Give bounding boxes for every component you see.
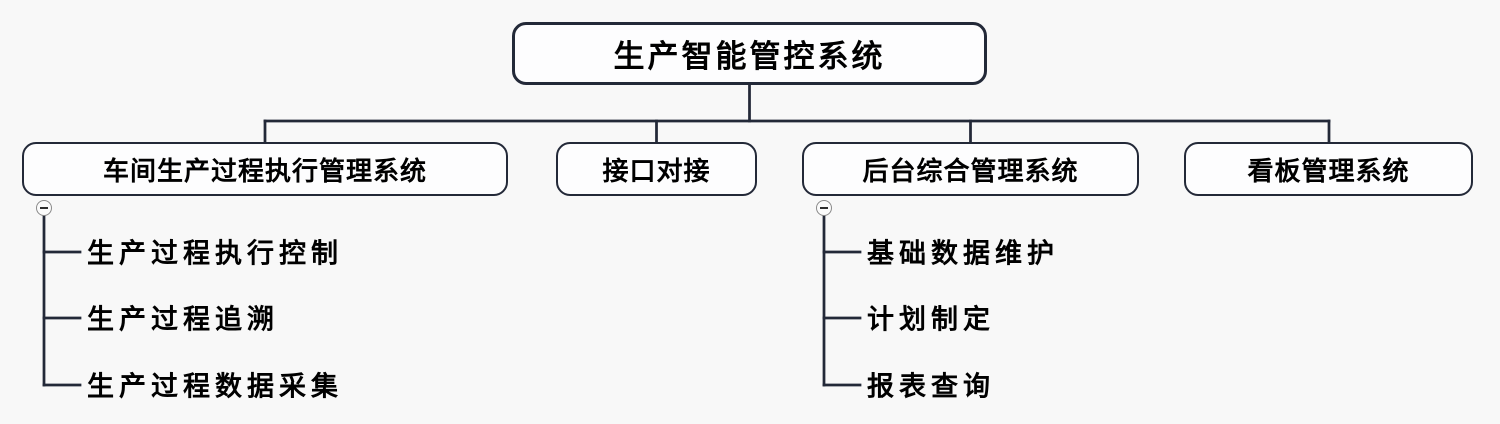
- node-kanban-management-label: 看板管理系统: [1247, 155, 1410, 186]
- node-interface-docking-label: 接口对接: [602, 155, 711, 186]
- leaf-process-tracing[interactable]: 生产过程追溯: [87, 304, 279, 335]
- node-kanban-management-system[interactable]: 看板管理系统: [1184, 142, 1473, 196]
- leaf-process-execution-control[interactable]: 生产过程执行控制: [87, 238, 343, 269]
- collapse-toggle-workshop[interactable]: [36, 200, 52, 216]
- minus-circle-icon: [820, 206, 828, 210]
- leaf-report-query[interactable]: 报表查询: [867, 371, 995, 402]
- collapse-toggle-backend[interactable]: [816, 200, 832, 216]
- node-workshop-execution-label: 车间生产过程执行管理系统: [102, 155, 427, 186]
- minus-circle-icon: [40, 206, 48, 210]
- node-workshop-execution-system[interactable]: 车间生产过程执行管理系统: [22, 142, 508, 196]
- leaf-basic-data-maintenance[interactable]: 基础数据维护: [867, 238, 1059, 269]
- node-backend-management-system[interactable]: 后台综合管理系统: [802, 142, 1139, 196]
- node-root-label: 生产智能管控系统: [613, 39, 886, 74]
- node-backend-management-label: 后台综合管理系统: [862, 155, 1079, 186]
- leaf-plan-formulation[interactable]: 计划制定: [867, 304, 995, 335]
- leaf-process-data-collection[interactable]: 生产过程数据采集: [87, 371, 343, 402]
- node-interface-docking[interactable]: 接口对接: [556, 142, 757, 196]
- node-root[interactable]: 生产智能管控系统: [512, 22, 987, 85]
